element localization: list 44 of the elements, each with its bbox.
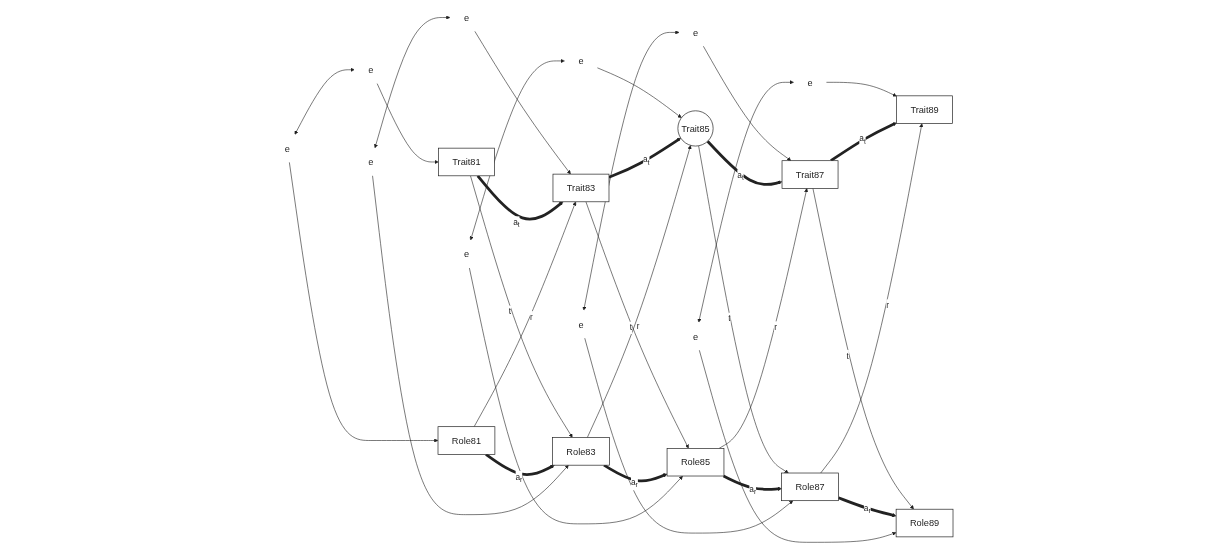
node-text: e <box>692 331 699 342</box>
node-box: Role89 <box>895 508 954 538</box>
edge-label: r <box>774 322 777 332</box>
node-text: e <box>368 156 374 168</box>
node-box: Trait87 <box>781 160 839 189</box>
node-text: e <box>463 249 470 260</box>
edge-label: r <box>636 321 640 331</box>
arrow <box>838 496 897 518</box>
edge-label: r <box>530 312 533 322</box>
node-box: Trait89 <box>896 95 953 124</box>
node-text: e <box>578 55 584 66</box>
node-box: Role83 <box>552 437 610 466</box>
edge-label: a$_{r}$ <box>630 477 638 489</box>
edge-label: a$_{t}$ <box>643 155 650 166</box>
arrow <box>476 174 564 221</box>
node-box: Role87 <box>781 472 839 502</box>
node-box: Role81 <box>437 426 496 455</box>
node-circle: Trait85 <box>677 110 714 147</box>
arrow <box>485 453 555 476</box>
edge-label: a$_{t}$ <box>859 134 866 145</box>
node-box: Trait81 <box>438 147 495 177</box>
edge-label: t <box>728 313 731 324</box>
edge-label: a$_{r}$ <box>515 472 523 484</box>
arrow <box>608 137 681 179</box>
arrow <box>722 474 782 491</box>
node-text: e <box>463 12 470 23</box>
edge-label: t <box>508 306 512 317</box>
arrow <box>706 140 783 186</box>
arrow <box>830 122 897 162</box>
node-text: e <box>807 77 813 88</box>
node-box: Trait83 <box>552 173 610 203</box>
edge-label: r <box>886 300 889 310</box>
edge-label: a$_{t}$ <box>737 170 744 182</box>
edge-label: a$_{r}$ <box>749 484 757 496</box>
node-text: e <box>692 27 699 38</box>
edge-label: a$_{r}$ <box>863 503 871 515</box>
node-box: Role85 <box>666 448 725 477</box>
arrow <box>603 464 668 483</box>
node-text: e <box>368 64 374 75</box>
node-text: e <box>578 319 584 330</box>
edge-label: t <box>846 351 849 361</box>
edge-label: a$_{t}$ <box>513 217 520 229</box>
edge-label: t <box>629 322 633 333</box>
node-text: e <box>284 143 290 154</box>
